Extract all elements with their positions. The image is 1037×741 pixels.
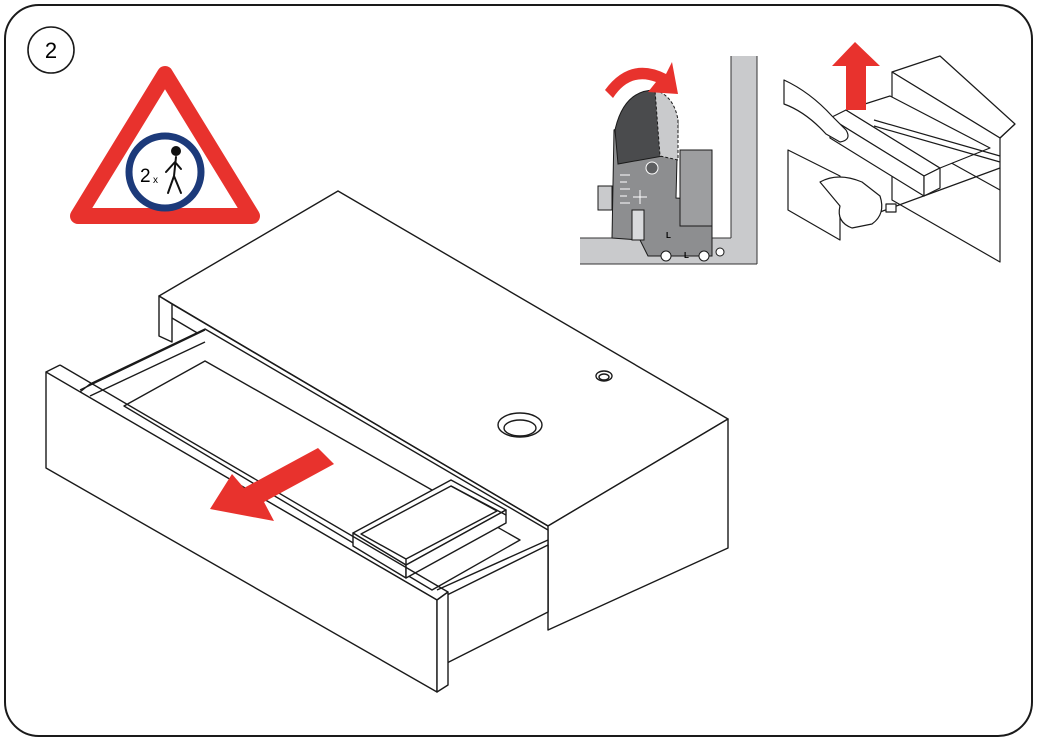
- detail-label-a: L: [666, 231, 671, 240]
- warning-two-person-icon: 2 x: [70, 66, 260, 224]
- drawer-lift-detail: [783, 55, 1016, 263]
- hinge-adjust-detail: L L: [580, 56, 758, 265]
- people-multiplier: x: [153, 175, 158, 186]
- step-number-badge: 2: [27, 26, 75, 74]
- lift-arrow-icon: [832, 42, 880, 110]
- step-number: 2: [45, 38, 57, 63]
- detail-label-b: L: [684, 251, 689, 260]
- hands-icon: [783, 79, 849, 143]
- people-count: 2: [140, 166, 151, 187]
- pull-arrow-icon: [210, 448, 334, 521]
- rotate-arrow-icon: [605, 62, 678, 98]
